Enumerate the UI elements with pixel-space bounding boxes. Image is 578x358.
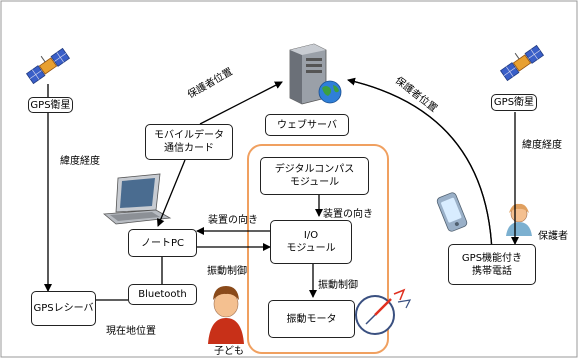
compass-gauge-icon xyxy=(355,288,412,335)
label-device-direction-compass: 装置の向き xyxy=(323,209,373,220)
laptop-box: ノートPC xyxy=(128,229,197,257)
gps-satellite-left-label: GPS衛星 xyxy=(28,97,73,113)
vibration-motor-box: 振動モータ xyxy=(268,300,355,338)
digital-compass-module-box: デジタルコンパスモジュール xyxy=(260,157,369,195)
satellite-left-icon xyxy=(25,47,71,85)
guardian-icon xyxy=(506,203,532,236)
arrow-server-to-phone xyxy=(347,79,496,253)
gps-receiver-box: GPSレシーバ xyxy=(31,291,96,326)
device-group-outline xyxy=(247,144,389,354)
mobile-phone-icon xyxy=(436,192,468,232)
label-child: 子ども xyxy=(214,346,244,357)
label-vibration-control-io: 振動制御 xyxy=(318,280,358,291)
gps-phone-box: GPS機能付き携帯電話 xyxy=(448,244,536,285)
label-latlon-right: 緯度経度 xyxy=(522,140,562,151)
bluetooth-box: Bluetooth xyxy=(128,284,197,305)
mobile-data-card-box: モバイルデータ通信カード xyxy=(145,124,233,160)
child-icon xyxy=(208,286,244,344)
label-guardian: 保護者 xyxy=(538,231,568,242)
arrow-card-to-laptop xyxy=(156,159,186,227)
web-server-box: ウェブサーバ xyxy=(265,114,349,136)
arrow-card-to-server xyxy=(199,81,283,125)
label-current-position: 現在地位置 xyxy=(106,326,156,337)
label-device-direction-laptop: 装置の向き xyxy=(208,215,258,226)
label-latlon-left: 緯度経度 xyxy=(60,156,100,167)
satellite-right-icon xyxy=(499,44,545,82)
gps-satellite-right-label: GPS衛星 xyxy=(491,94,537,111)
laptop-icon xyxy=(102,173,172,225)
label-vibration-control-laptop: 振動制御 xyxy=(207,266,247,277)
globe-icon xyxy=(318,80,342,104)
